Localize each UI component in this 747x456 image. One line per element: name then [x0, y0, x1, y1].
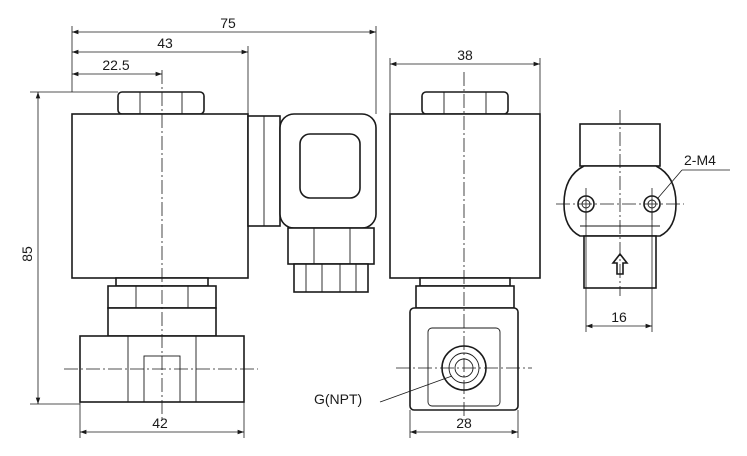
bottom-view	[556, 110, 684, 296]
front-view	[64, 70, 377, 420]
side-view-dimensions: 38 28 G(NPT)	[314, 47, 541, 438]
dim-port-width: 42	[152, 415, 168, 431]
dim-mount-spacing: 16	[611, 309, 627, 325]
dim-side-width: 38	[457, 47, 473, 63]
bottom-view-dimensions: 16 2-M4	[585, 152, 730, 332]
dim-side-port-width: 28	[456, 415, 472, 431]
dim-center-offset: 22.5	[102, 57, 129, 73]
dim-body-to-coil: 43	[157, 35, 173, 51]
front-view-dimensions: 75 43 22.5 85 42	[19, 15, 377, 438]
label-mount-holes: 2-M4	[684, 152, 716, 168]
dim-overall-width: 75	[220, 15, 236, 31]
side-view	[379, 72, 541, 420]
label-thread: G(NPT)	[314, 391, 362, 407]
dim-height: 85	[19, 246, 35, 262]
